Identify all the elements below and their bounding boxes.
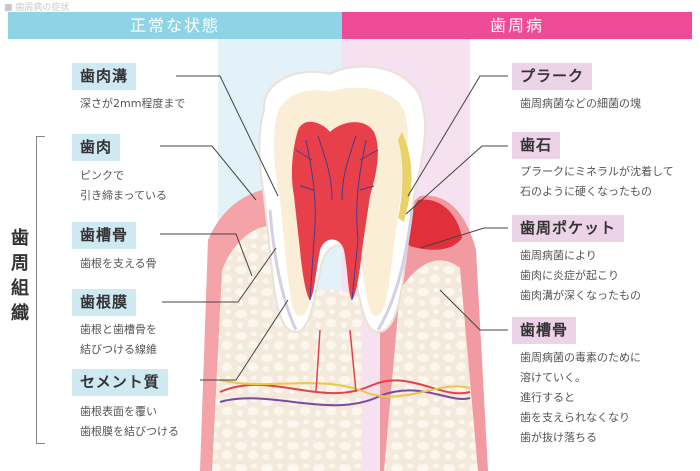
label-gingival-sulcus: 歯肉溝 bbox=[72, 63, 137, 90]
label-tartar: 歯石 bbox=[512, 132, 561, 159]
label-alveolar-bone-normal: 歯槽骨 bbox=[72, 222, 137, 249]
label-gingiva: 歯肉 bbox=[72, 134, 121, 161]
pulp-nerve-lines bbox=[295, 135, 379, 301]
label-cementum: セメント質 bbox=[72, 369, 168, 396]
desc-gingival-sulcus: 深さが2mm程度まで bbox=[80, 97, 186, 110]
header-normal-state: 正常な状態 bbox=[8, 12, 342, 39]
desc-periodontal-pocket: 歯周病菌により 歯肉に炎症が起こり 歯肉溝が深くなったもの bbox=[520, 249, 641, 302]
label-plaque: プラーク bbox=[512, 63, 593, 90]
periodontal-tissue-bracket bbox=[36, 136, 45, 444]
desc-alveolar-bone-disease: 歯周病菌の毒素のために 溶けていく。 進行すると 歯を支えられなくなり 歯が抜け… bbox=[520, 351, 641, 444]
tartar-deposit bbox=[398, 132, 412, 222]
label-periodontal-pocket: 歯周ポケット bbox=[512, 215, 625, 242]
desc-tartar: プラークにミネラルが沈着して 石のように硬くなったもの bbox=[520, 165, 674, 198]
label-alveolar-bone-disease: 歯槽骨 bbox=[512, 317, 577, 344]
desc-periodontal-ligament: 歯根と歯槽骨を 結びつける線維 bbox=[80, 323, 157, 356]
label-periodontal-ligament: 歯根膜 bbox=[72, 289, 137, 316]
desc-plaque: 歯周病菌などの細菌の塊 bbox=[520, 97, 641, 110]
desc-cementum: 歯根表面を覆い 歯根膜を結びつける bbox=[80, 405, 179, 438]
desc-gingiva: ピンクで 引き締まっている bbox=[80, 169, 168, 202]
top-caption: ■ 歯周病の症状 bbox=[4, 3, 70, 13]
header-periodontal-disease: 歯周病 bbox=[342, 12, 692, 39]
left-leader-lines bbox=[160, 75, 289, 381]
side-title-periodontal-tissue: 歯周組織 bbox=[11, 228, 29, 324]
right-leader-lines bbox=[405, 75, 508, 331]
inflamed-gum-area bbox=[380, 195, 488, 471]
desc-alveolar-bone-normal: 歯根を支える骨 bbox=[80, 257, 157, 270]
